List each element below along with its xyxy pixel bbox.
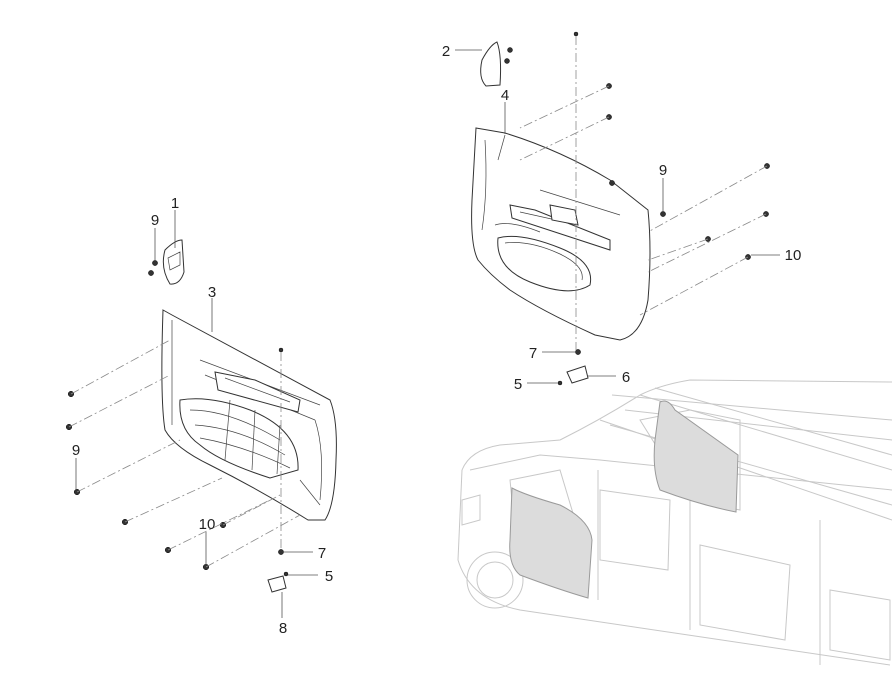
callout-3: 3 [208, 284, 216, 301]
door-trim-panel-3 [161, 309, 337, 521]
lower-leaders [75, 210, 318, 618]
trim-cover-2 [480, 41, 513, 87]
callout-6: 6 [622, 369, 630, 386]
callout-7-upper: 7 [529, 345, 537, 362]
callout-1: 1 [171, 195, 179, 212]
callout-9-trim-cover: 9 [151, 212, 159, 229]
upper-dash-lines [519, 36, 768, 350]
callout-5-upper: 5 [514, 376, 522, 393]
callout-4: 4 [501, 87, 509, 104]
lower-fasteners [65, 347, 289, 593]
highlighted-trim-panels [509, 400, 739, 599]
lower-dash-lines [68, 339, 301, 568]
door-trim-panel-4 [471, 127, 651, 341]
callout-2: 2 [442, 43, 450, 60]
callout-5-lower: 5 [325, 568, 333, 585]
callout-9-left: 9 [72, 442, 80, 459]
callout-10-lower: 10 [199, 516, 216, 533]
upper-leaders [455, 49, 780, 384]
callout-7-lower: 7 [318, 545, 326, 562]
callout-8: 8 [279, 620, 287, 637]
trim-cover-1 [148, 239, 185, 285]
callout-labels: 1 2 3 4 5 5 6 7 7 8 9 9 9 10 10 [72, 43, 802, 637]
callout-9-upper-right: 9 [659, 162, 667, 179]
callout-10-upper: 10 [785, 247, 802, 264]
